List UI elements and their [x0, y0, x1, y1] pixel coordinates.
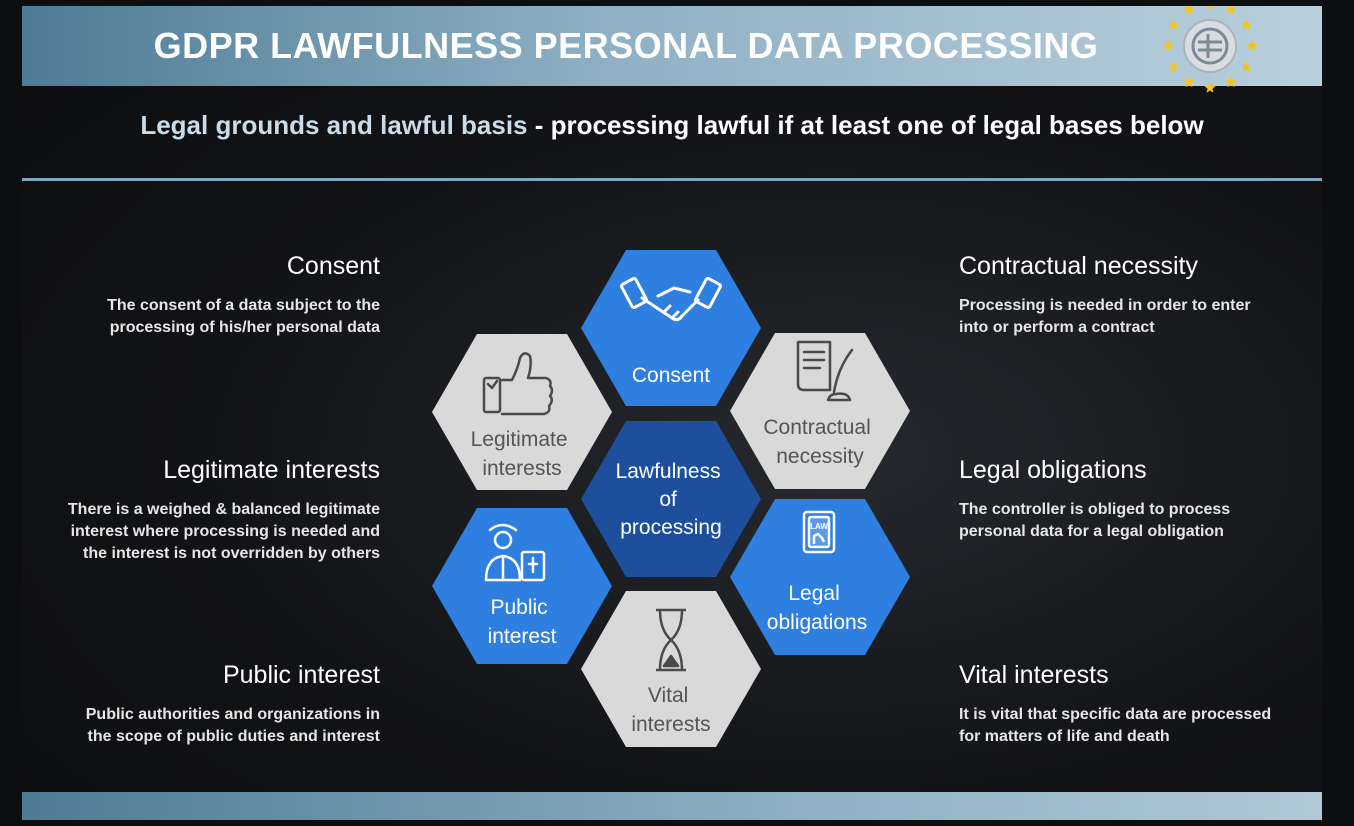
desc-contractual-title: Contractual necessity — [959, 252, 1199, 280]
desc-line: It is vital that specific data are proce… — [959, 706, 1272, 723]
center-line3: processing — [620, 516, 722, 539]
desc-line: Public authorities and organizations in — [85, 706, 380, 723]
desc-legal: Legal obligations The controller is obli… — [959, 456, 1309, 543]
hex-legal-line2: obligations — [767, 611, 867, 634]
desc-vital: Vital interests It is vital that specifi… — [959, 661, 1309, 748]
bottom-bar — [22, 792, 1322, 820]
hex-consent: Consent — [581, 250, 761, 406]
hex-legitimate-line1: Legitimate — [471, 428, 568, 451]
hex-public: Public interest — [432, 508, 612, 664]
logo-star — [1204, 82, 1216, 93]
desc-legitimate-text: There is a weighed & balanced legitimate… — [30, 499, 380, 565]
hex-legitimate-label: Legitimate interests — [471, 428, 574, 480]
desc-legal-text: The controller is obliged to process per… — [959, 499, 1309, 543]
subtitle: Legal grounds and lawful basis - process… — [22, 110, 1322, 141]
desc-line: There is a weighed & balanced legitimate — [67, 501, 380, 518]
hex-public-line2: interest — [488, 625, 557, 648]
svg-text:LAW: LAW — [810, 522, 828, 531]
slide: GDPR LAWFULNESS PERSONAL DATA PROCESSING… — [22, 6, 1322, 820]
logo-star — [1183, 76, 1195, 88]
hex-center: Lawfulness of processing — [581, 421, 761, 577]
desc-line: personal data for a legal obligation — [959, 523, 1224, 540]
center-line2: of — [659, 488, 677, 511]
desc-line: the interest is not overridden by others — [83, 545, 380, 562]
logo-star — [1225, 6, 1237, 15]
thumbs-up-icon — [482, 352, 554, 416]
logo-star — [1240, 61, 1253, 72]
desc-public-title: Public interest — [222, 661, 380, 689]
hex-vital-line1: Vital — [648, 684, 688, 707]
hex-contractual-label: Contractual necessity — [763, 416, 876, 468]
logo-star — [1206, 6, 1214, 9]
desc-vital-title: Vital interests — [959, 661, 1109, 689]
hex-legal-label: Legal obligations — [767, 582, 867, 634]
official-person-icon — [484, 523, 546, 582]
desc-line: The controller is obliged to process — [959, 501, 1231, 518]
hex-consent-label: Consent — [632, 364, 710, 387]
desc-legitimate: Legitimate interests There is a weighed … — [30, 456, 380, 565]
hex-legitimate-line2: interests — [482, 457, 561, 480]
desc-consent-text: The consent of a data subject to the pro… — [30, 295, 380, 339]
hex-contractual-line2: necessity — [776, 445, 864, 468]
hex-contractual: Contractual necessity — [730, 333, 910, 489]
desc-line: The consent of a data subject to the — [107, 297, 380, 314]
hex-vital-label: Vital interests — [631, 684, 710, 736]
hex-legitimate: Legitimate interests — [432, 334, 612, 490]
hex-contractual-line1: Contractual — [763, 416, 870, 439]
desc-public-text: Public authorities and organizations in … — [30, 704, 380, 748]
hex-vital-line2: interests — [631, 713, 710, 736]
title-bar: GDPR LAWFULNESS PERSONAL DATA PROCESSING — [22, 6, 1322, 86]
desc-line: for matters of life and death — [959, 728, 1170, 745]
center-label: Lawfulness of processing — [616, 460, 727, 539]
subtitle-lead: Legal grounds and lawful basis — [140, 110, 528, 140]
desc-line: Processing is needed in order to enter — [959, 297, 1251, 314]
logo-star — [1246, 40, 1258, 51]
desc-contractual: Contractual necessity Processing is need… — [959, 252, 1309, 339]
law-book-icon: LAW — [802, 510, 836, 554]
hex-vital: Vital interests — [581, 591, 761, 747]
hex-legal-line1: Legal — [788, 582, 839, 605]
desc-legal-title: Legal obligations — [959, 456, 1147, 484]
divider — [22, 178, 1322, 181]
contract-quill-icon — [796, 340, 854, 402]
logo-star — [1240, 19, 1253, 30]
desc-contractual-text: Processing is needed in order to enter i… — [959, 295, 1309, 339]
eu-stars-emblem-icon — [1162, 6, 1258, 93]
handshake-icon — [620, 276, 722, 322]
logo-star — [1162, 40, 1174, 51]
logo-star — [1183, 6, 1195, 15]
desc-legitimate-title: Legitimate interests — [163, 456, 380, 484]
hex-public-line1: Public — [490, 596, 547, 619]
slide-title: GDPR LAWFULNESS PERSONAL DATA PROCESSING — [153, 25, 1099, 66]
center-line1: Lawfulness — [616, 460, 721, 483]
logo-star — [1167, 19, 1180, 30]
desc-line: into or perform a contract — [959, 319, 1155, 336]
desc-public: Public interest Public authorities and o… — [30, 661, 380, 748]
hex-public-label: Public interest — [488, 596, 557, 648]
desc-consent-title: Consent — [286, 252, 380, 280]
desc-line: processing of his/her personal data — [109, 319, 380, 336]
hourglass-icon — [656, 608, 686, 672]
hex-legal: LAW Legal obligations — [730, 499, 910, 655]
desc-line: the scope of public duties and interest — [87, 728, 380, 745]
desc-vital-text: It is vital that specific data are proce… — [959, 704, 1309, 748]
logo-star — [1167, 61, 1180, 72]
desc-consent: Consent The consent of a data subject to… — [30, 252, 380, 339]
desc-line: interest where processing is needed and — [70, 523, 380, 540]
hexagon-cluster: Consent Contractual necessity LAW — [432, 250, 910, 747]
logo-star — [1225, 76, 1237, 88]
subtitle-rest: - processing lawful if at least one of l… — [527, 110, 1204, 140]
